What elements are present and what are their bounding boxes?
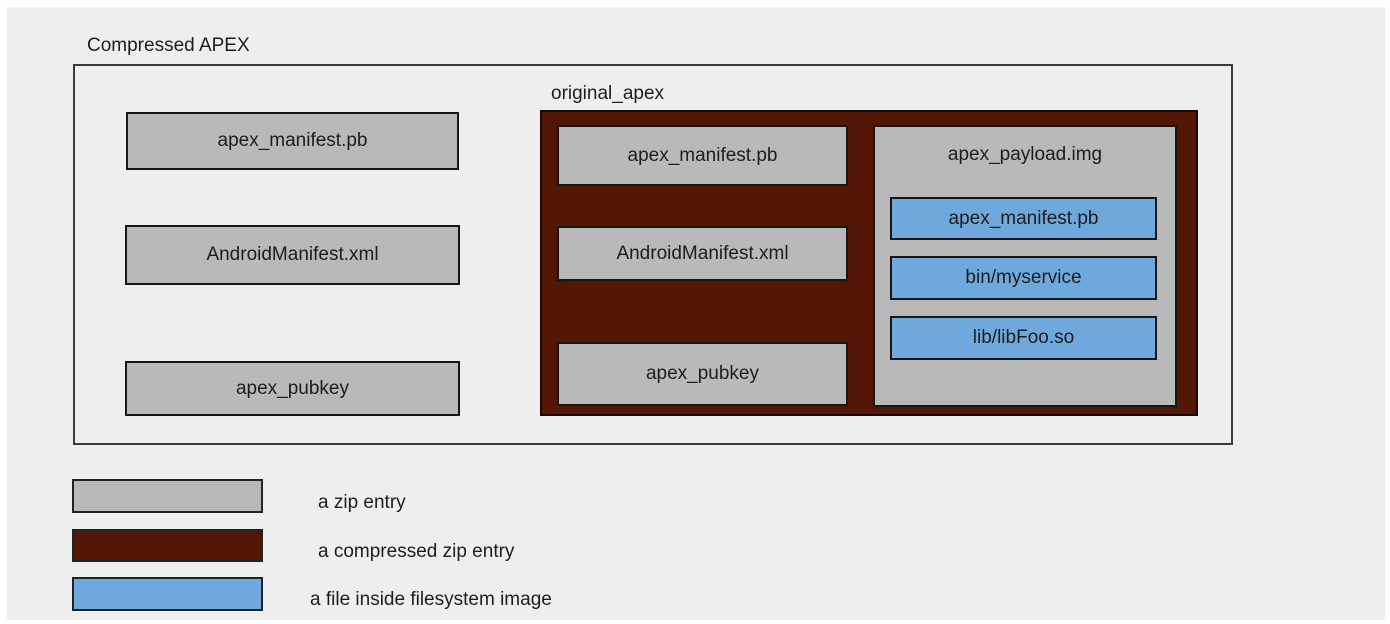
legend-swatch-zip-entry [72, 479, 263, 513]
legend-label-file-inside-filesystem-image: a file inside filesystem image [310, 589, 552, 610]
payload-file-lib-libfoo-so: lib/libFoo.so [890, 316, 1157, 360]
zip-entry-android-manifest-xml: AndroidManifest.xml [125, 225, 460, 285]
original-apex-zip-entry-apex-manifest-pb: apex_manifest.pb [557, 125, 848, 186]
payload-file-apex-manifest-pb: apex_manifest.pb [890, 197, 1157, 240]
payload-file-bin-myservice: bin/myservice [890, 256, 1157, 300]
zip-entry-apex-manifest-pb: apex_manifest.pb [126, 112, 459, 170]
compressed-apex-box [73, 64, 1233, 445]
legend-swatch-file-inside-filesystem-image [72, 577, 263, 611]
original-apex-label: original_apex [551, 83, 665, 104]
zip-entry-apex-pubkey: apex_pubkey [125, 361, 460, 416]
original-apex-zip-entry-apex-pubkey: apex_pubkey [557, 342, 848, 406]
apex-payload-img-label: apex_payload.img [947, 144, 1103, 165]
legend-label-compressed-zip-entry: a compressed zip entry [318, 541, 515, 562]
compressed-apex-title: Compressed APEX [87, 35, 250, 56]
original-apex-zip-entry-android-manifest-xml: AndroidManifest.xml [557, 226, 848, 281]
legend-swatch-compressed-zip-entry [72, 529, 263, 562]
legend-label-zip-entry: a zip entry [318, 492, 406, 513]
